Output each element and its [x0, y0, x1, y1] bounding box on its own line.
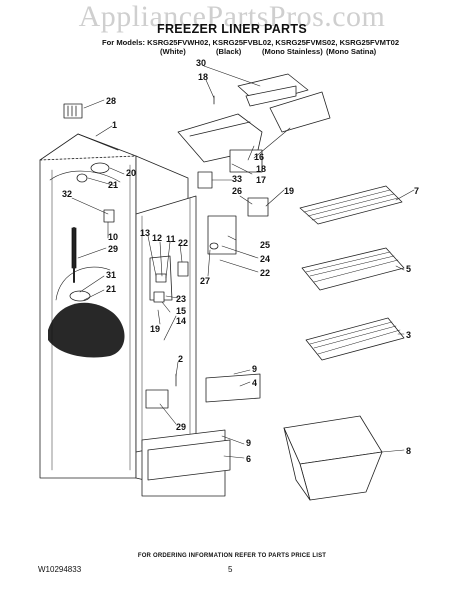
site-watermark: AppliancePartsPros.com [78, 0, 386, 33]
callout-6: 6 [246, 454, 251, 464]
callout-20: 20 [126, 168, 136, 178]
callout-14: 14 [176, 316, 186, 326]
callout-29: 29 [108, 244, 118, 254]
callout-10: 10 [108, 232, 118, 242]
wire-shelves [299, 185, 405, 361]
ordering-info: FOR ORDERING INFORMATION REFER TO PARTS … [137, 553, 327, 559]
callout-3: 3 [406, 330, 411, 340]
callout-22b: 22 [260, 268, 270, 278]
callout-1: 1 [112, 120, 117, 130]
wire-shelf-3 [305, 317, 405, 361]
callout-33: 33 [232, 174, 242, 184]
callout-17: 17 [256, 175, 266, 185]
callout-26: 26 [232, 186, 242, 196]
callout-7: 7 [414, 186, 419, 196]
variant-white: (White) [160, 47, 186, 56]
callout-9b: 9 [246, 438, 251, 448]
callout-18b: 18 [256, 164, 266, 174]
callout-27: 27 [200, 276, 210, 286]
callout-31: 31 [106, 270, 116, 280]
callout-29b: 29 [176, 422, 186, 432]
wire-shelf-7 [299, 185, 403, 225]
callout-15: 15 [176, 306, 186, 316]
variant-mono-stainless: (Mono Stainless) [262, 47, 323, 56]
freezer-bin-8 [283, 415, 383, 501]
models-line: For Models: KSRG25FVWH02, KSRG25FVBL02, … [102, 38, 400, 47]
callout-22: 22 [178, 238, 188, 248]
callout-11: 11 [166, 234, 176, 244]
callout-8: 8 [406, 446, 411, 456]
callout-5: 5 [406, 264, 411, 274]
callout-23: 23 [176, 294, 186, 304]
callout-16: 16 [254, 152, 264, 162]
leader-lines [71, 65, 415, 459]
small-components [63, 103, 269, 481]
callout-13: 13 [140, 228, 150, 238]
callout-21b: 21 [106, 284, 116, 294]
callout-12: 12 [152, 233, 162, 243]
air-tower-parts [177, 73, 331, 173]
callout-32: 32 [62, 189, 72, 199]
page-number: 5 [228, 565, 233, 574]
variant-mono-satina: (Mono Satina) [326, 47, 377, 56]
callout-24: 24 [260, 254, 270, 264]
callout-19b: 19 [150, 324, 160, 334]
variant-black: (Black) [216, 47, 242, 56]
callout-25: 25 [260, 240, 270, 250]
callout-19: 19 [284, 186, 294, 196]
callout-9: 9 [252, 364, 257, 374]
wire-shelf-5 [301, 247, 405, 291]
callout-30: 30 [196, 58, 206, 68]
callout-21: 21 [108, 180, 118, 190]
callout-2: 2 [178, 354, 183, 364]
callout-4: 4 [252, 378, 257, 388]
callout-labels: 28 1 20 21 32 10 29 31 21 30 18 16 18 17… [62, 58, 419, 464]
diagram-title: FREEZER LINER PARTS [157, 22, 307, 36]
callout-18: 18 [198, 72, 208, 82]
callout-28: 28 [106, 96, 116, 106]
document-number: W10294833 [38, 565, 82, 574]
